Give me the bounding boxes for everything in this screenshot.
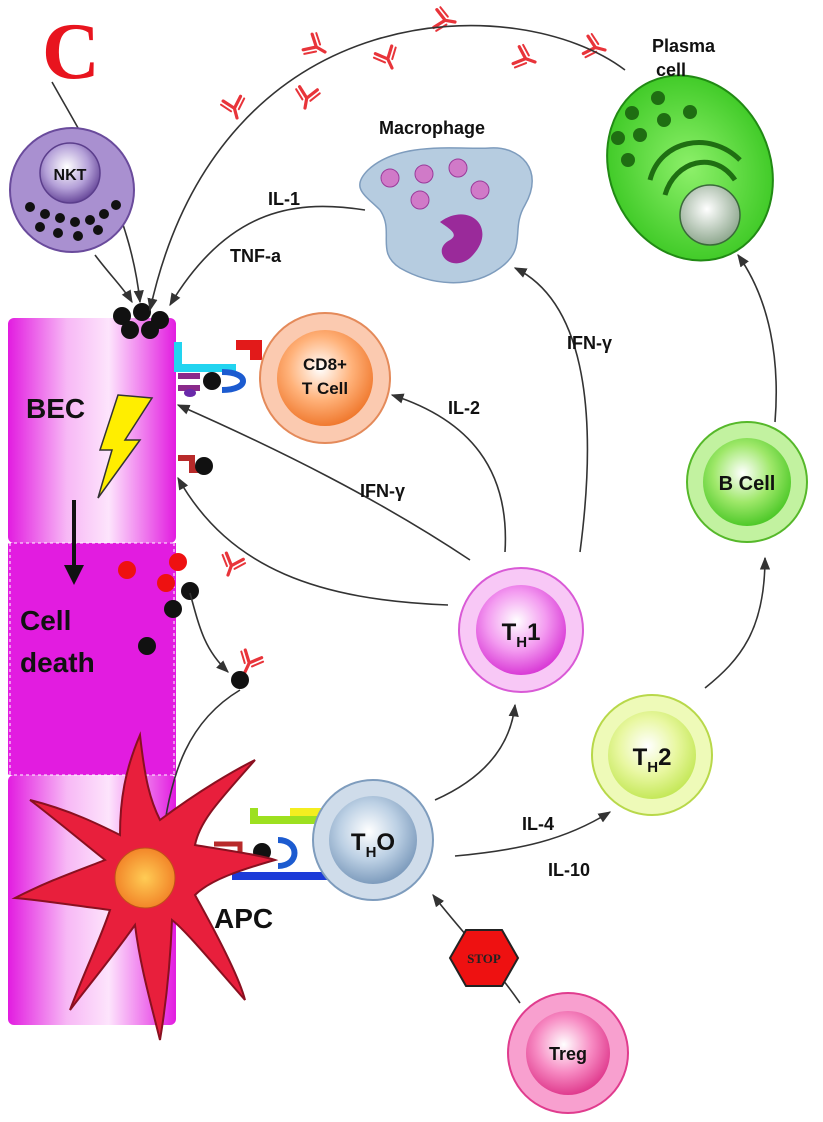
th1-label: TH1	[502, 619, 541, 651]
macrophage-label: Macrophage	[379, 118, 485, 138]
il2-label: IL-2	[448, 398, 480, 418]
granule-cluster	[113, 303, 169, 339]
cell-death-label-2: death	[20, 647, 95, 678]
th0-cell: THO	[312, 779, 434, 901]
cell-death-label-1: Cell	[20, 605, 71, 636]
b-cell: B Cell	[686, 421, 808, 543]
il1-label: IL-1	[268, 189, 300, 209]
treg-label: Treg	[549, 1044, 587, 1064]
cell-debris	[118, 553, 199, 655]
il4-label: IL-4	[522, 814, 554, 834]
th2-label: TH2	[633, 744, 672, 776]
il10-label: IL-10	[548, 860, 590, 880]
cd8-label-1: CD8+	[303, 355, 347, 374]
th2-cell: TH2	[591, 694, 713, 816]
th0-label: THO	[351, 829, 395, 861]
apc-cell: APC	[11, 731, 279, 1041]
cd8-t-cell: CD8+ T Cell	[259, 312, 391, 444]
stop-label: STOP	[467, 951, 501, 966]
nkt-cell: NKT	[9, 127, 135, 253]
bec-label: BEC	[26, 393, 85, 424]
down-arrow-icon	[64, 565, 84, 585]
treg-cell: Treg	[507, 992, 629, 1114]
cd8-label-2: T Cell	[302, 379, 348, 398]
plasma-cell: Plasma cell	[606, 36, 774, 262]
ifng-label-2: IFN-γ	[360, 481, 405, 501]
macrophage-cell: Macrophage	[359, 118, 533, 284]
plasma-label-2: cell	[656, 60, 686, 80]
b-cell-label: B Cell	[719, 473, 776, 495]
th1-cell: TH1	[458, 567, 584, 693]
ifng-label-1: IFN-γ	[567, 333, 612, 353]
tnfa-label: TNF-a	[230, 246, 282, 266]
apc-label: APC	[214, 903, 273, 934]
plasma-label-1: Plasma	[652, 36, 716, 56]
nkt-label: NKT	[54, 167, 87, 184]
panel-letter: C	[42, 8, 100, 96]
antigen-dot	[231, 671, 249, 689]
receptor-complex-bec	[174, 340, 262, 475]
lightning-bolt-icon	[97, 394, 154, 499]
stop-sign-icon: STOP	[448, 929, 520, 987]
